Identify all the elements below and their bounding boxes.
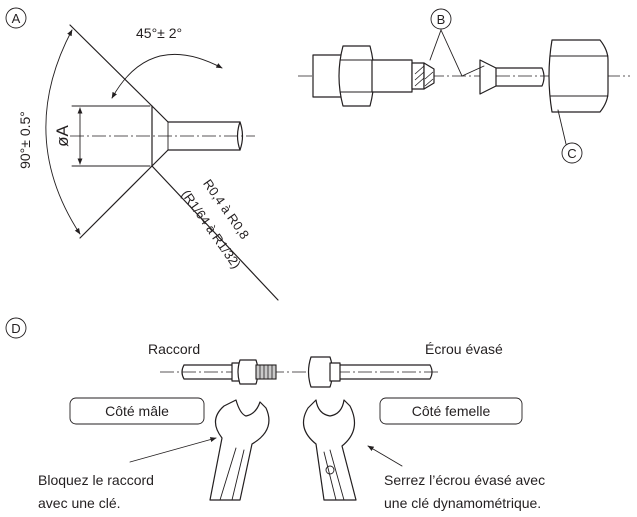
fitting-shank bbox=[312, 54, 344, 98]
holding-wrench-icon bbox=[209, 399, 270, 501]
tighten-instruction-line-1: Serrez l’écrou évasé avec bbox=[384, 472, 545, 488]
cone-angle-arc bbox=[45, 29, 81, 235]
male-side-label: Côté mâle bbox=[105, 403, 169, 419]
fitting-thread bbox=[411, 62, 425, 90]
right-pipe bbox=[339, 364, 433, 380]
marker-d-label: D bbox=[11, 321, 20, 336]
marker-d-circle bbox=[5, 317, 27, 339]
flare-pipe-break bbox=[236, 121, 241, 151]
left-fitting-thread-lines bbox=[259, 365, 273, 379]
marker-b-circle bbox=[430, 8, 452, 30]
diameter-label: øA bbox=[53, 124, 72, 146]
torque-wrench-icon bbox=[302, 399, 357, 501]
marker-a-circle bbox=[5, 7, 27, 29]
section-a-flare-dimensions: A 90°± 0.5° 45°± 2° øA R0,4 à R0,8 (R1/6… bbox=[5, 7, 279, 301]
hold-arrow bbox=[129, 437, 217, 463]
fitting-thread-collar bbox=[371, 59, 413, 93]
marker-c-label: C bbox=[567, 146, 576, 161]
left-pipe bbox=[181, 364, 233, 380]
section-d-tightening: D Raccord Écrou évasé Côté mâle Côté fem… bbox=[5, 317, 545, 511]
hold-instruction-line-1: Bloquez le raccord bbox=[38, 472, 154, 488]
flare-nut-body bbox=[548, 39, 609, 113]
flared-pipe-body bbox=[495, 67, 545, 87]
fitting-label: Raccord bbox=[148, 341, 200, 357]
tighten-instruction-line-2: une clé dynamométrique. bbox=[384, 495, 541, 511]
flare-cone bbox=[151, 105, 169, 167]
marker-b-leader bbox=[429, 29, 442, 61]
marker-a-label: A bbox=[12, 11, 21, 26]
female-side-box bbox=[379, 397, 523, 425]
left-fitting-hex bbox=[237, 359, 259, 385]
flare-angle-label: 45°± 2° bbox=[136, 25, 182, 41]
marker-b-leader-2 bbox=[440, 29, 485, 77]
tighten-arrow bbox=[367, 445, 403, 467]
cone-angle-line-lower bbox=[151, 165, 279, 301]
flare-angle-arc bbox=[111, 53, 223, 99]
cone-angle-line-lower-ext bbox=[79, 165, 153, 239]
fitting-hex bbox=[338, 45, 375, 107]
marker-c-leader bbox=[557, 109, 567, 145]
female-side-label: Côté femelle bbox=[412, 403, 491, 419]
flared-pipe-cone bbox=[479, 59, 497, 95]
marker-c-circle bbox=[561, 142, 583, 164]
fitting-thread-hatching bbox=[414, 65, 434, 87]
hold-instruction-line-2: avec une clé. bbox=[38, 495, 121, 511]
right-nut-collar bbox=[329, 362, 341, 382]
male-side-box bbox=[69, 397, 205, 425]
section-bc-flare-nut: B C bbox=[298, 8, 630, 164]
cone-angle-label: 90°± 0.5° bbox=[17, 111, 33, 169]
flare-nut-label: Écrou évasé bbox=[425, 341, 503, 357]
marker-b-label: B bbox=[437, 12, 446, 27]
left-fitting-thread bbox=[255, 364, 277, 380]
right-flare-nut bbox=[307, 356, 334, 388]
